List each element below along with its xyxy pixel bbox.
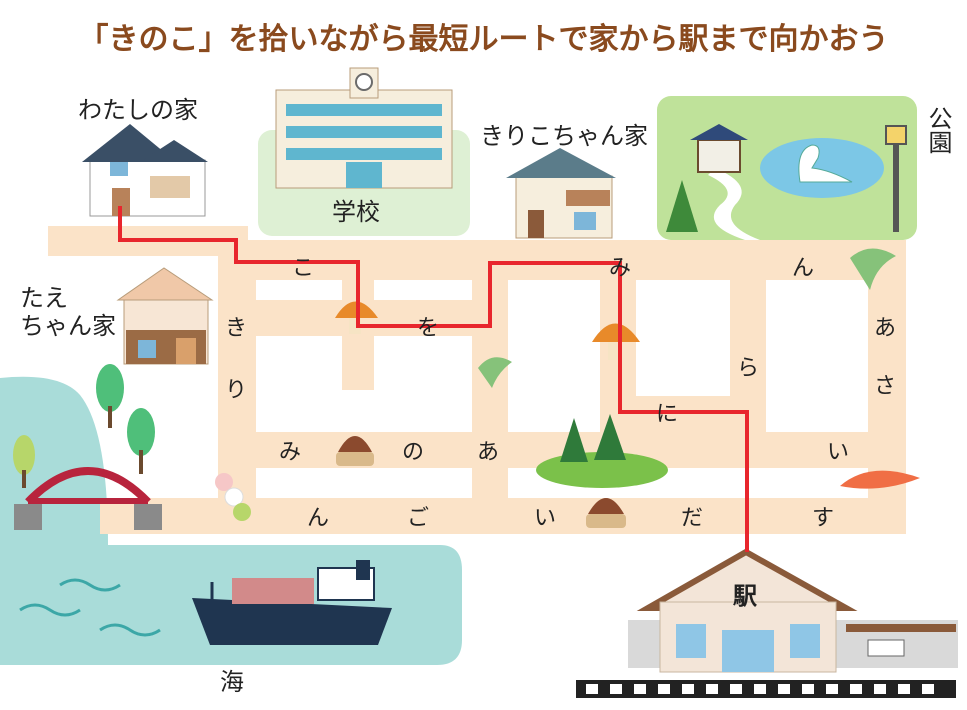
grid-letter: ん — [306, 506, 330, 531]
grid-letter: み — [608, 256, 632, 281]
grid-letter: ん — [791, 256, 815, 281]
lamp-post-icon — [893, 140, 899, 232]
tae-home-building — [116, 267, 214, 365]
route-line — [118, 206, 749, 552]
ginkgo-leaf-icon — [850, 248, 896, 290]
wave-icon — [19, 603, 81, 617]
school-label: 学校 — [332, 198, 380, 226]
station-label: 駅 — [733, 582, 757, 610]
bridge-icon — [14, 467, 162, 530]
kiriko-home-label: きりこちゃん家 — [480, 122, 648, 150]
school-building — [275, 67, 453, 189]
dango-icon — [215, 473, 251, 521]
tree-trunk — [139, 450, 143, 474]
park-path — [708, 168, 760, 240]
kiriko-home-building — [506, 148, 616, 239]
tree-trunk — [22, 470, 26, 488]
tree-icon — [13, 435, 35, 475]
grid-letter: だ — [680, 506, 704, 531]
ginkgo-leaf-icon — [478, 357, 512, 388]
grid-letter: あ — [476, 440, 500, 465]
clock-icon — [355, 73, 373, 91]
chestnut-icon — [336, 436, 374, 466]
road-network — [48, 226, 906, 534]
gazebo-roof — [690, 124, 748, 140]
grid-letter: す — [811, 506, 835, 531]
tree-icon — [127, 408, 155, 456]
lamp-head — [885, 125, 907, 145]
ship-icon — [192, 560, 392, 645]
grid-letter: い — [533, 506, 557, 531]
wave-icon — [99, 623, 161, 637]
swan-boat-icon — [798, 144, 853, 183]
grid-letter: に — [655, 402, 679, 427]
tree-icon — [96, 364, 124, 412]
tree-icon — [594, 414, 626, 460]
my-home-building — [82, 124, 208, 217]
tae-home-label-line2: ちゃん家 — [20, 312, 116, 340]
grid-letter: の — [401, 440, 425, 465]
grid-letter: ご — [406, 506, 430, 531]
gazebo-icon — [697, 139, 741, 173]
tree-icon — [666, 180, 698, 232]
wave-icon — [59, 578, 121, 592]
grid-letter: を — [416, 316, 440, 341]
park-label: 公園 — [924, 106, 952, 154]
tae-home-label-line1: たえ — [20, 284, 68, 312]
grid-letter: ら — [736, 356, 760, 381]
grid-letter: さ — [873, 374, 897, 399]
grid-letter: み — [278, 440, 302, 465]
grid-letter: こ — [291, 256, 315, 281]
salmon-icon — [840, 470, 920, 489]
tree-icon — [560, 418, 588, 462]
grid-letter: り — [224, 378, 248, 403]
grid-letter: い — [826, 440, 850, 465]
pond — [760, 138, 884, 198]
page-title: 「きのこ」を拾いながら最短ルートで家から駅まで向かおう — [78, 22, 889, 57]
station-building — [576, 548, 958, 698]
tree-trunk — [108, 406, 112, 428]
sea-label: 海 — [220, 668, 244, 696]
my-home-label: わたしの家 — [78, 96, 198, 124]
grid-letter: あ — [873, 316, 897, 341]
grid-letter: き — [224, 316, 248, 341]
chestnut-icon — [586, 498, 626, 528]
